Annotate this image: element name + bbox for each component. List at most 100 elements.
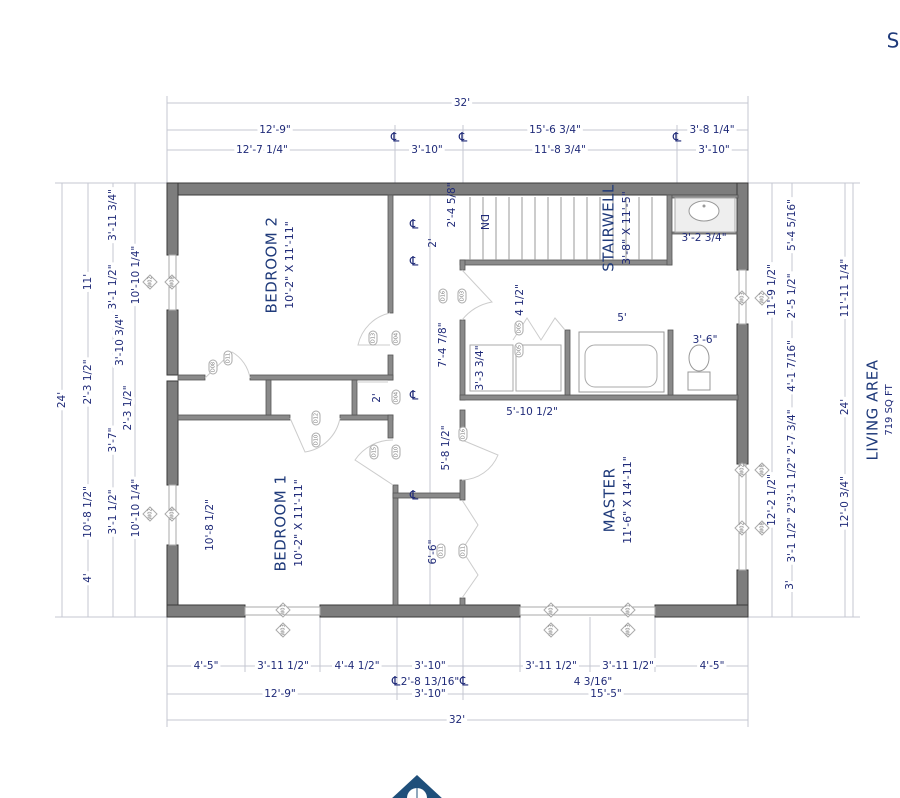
room-size: 10'-2" X 11'-11"	[283, 221, 296, 309]
dim-label: 3'-11 1/2"	[525, 660, 577, 672]
door-swings	[204, 269, 566, 599]
window-tag: W01	[626, 604, 632, 615]
door-tag: D11	[226, 353, 232, 363]
dim-label: 3'	[784, 580, 796, 590]
room-size: 11'-6" X 14'-11"	[621, 456, 634, 544]
dim-label: 3'-11 3/4"	[107, 189, 119, 241]
window-tag: W02	[740, 522, 746, 533]
door-tag: D10	[394, 447, 400, 457]
dim-label: 11'	[82, 274, 94, 290]
dim-label: 3'-10 3/4"	[114, 314, 126, 366]
window-tag: W08	[170, 276, 176, 287]
dim-label: 4'	[82, 573, 94, 583]
room-size: 3'-8" X 11'-5"	[620, 191, 633, 265]
north-arrow-icon	[392, 775, 442, 798]
window-tag: W08	[760, 522, 766, 533]
door-tags: D11 D08 D13 D04 D12 D10 D15 D10 D04 D16 …	[208, 288, 524, 559]
door-tag: D08	[211, 362, 217, 372]
dim-label: 7'-4 7/8"	[437, 322, 449, 367]
sink-icon	[674, 197, 736, 233]
dim-label: 5'-4 5/16"	[786, 199, 798, 251]
centerline-icon: ℄	[409, 218, 419, 233]
door-tag: D03	[460, 291, 466, 301]
dim-label: 24'	[839, 399, 851, 415]
dim-label: 3'-1 1/2"	[107, 489, 119, 534]
dim-label: 6'-6"	[427, 540, 439, 565]
dim-label: 10'-8 1/2"	[204, 499, 216, 551]
window-tag: W02	[740, 464, 746, 475]
dim-label: 32'	[449, 714, 465, 726]
dim-label: 2'-7 3/4"	[786, 409, 798, 454]
door-tag: D15	[372, 447, 378, 457]
stair-treads	[469, 197, 653, 260]
interior-dimensions: 2'-4 5/8" 2' 7'-4 7/8" 4 1/2" 5' 3'-2 3/…	[204, 182, 727, 564]
room-stairwell: STAIRWELL 3'-8" X 11'-5" DN	[478, 184, 633, 272]
dim-label: 4'-4 1/2"	[334, 660, 379, 672]
dim-label: 32'	[454, 97, 470, 109]
room-bedroom-2: BEDROOM 2 10'-2" X 11'-11"	[263, 216, 297, 313]
dim-label: 3'-1 1/2"	[786, 457, 798, 502]
centerline-icon: ℄	[391, 675, 401, 690]
dim-label: 5'-8 1/2"	[440, 425, 452, 470]
door-tag: D04	[394, 333, 400, 343]
dim-label: 2'-3 1/2"	[82, 359, 94, 404]
dim-label: 4 1/2"	[514, 284, 526, 316]
window-tag: W03	[626, 624, 632, 635]
dim-label: 10'-10 1/4"	[130, 246, 142, 304]
dim-label: 2'-8 13/16"	[401, 676, 459, 688]
door-tag: D11	[461, 546, 467, 556]
dim-label: 10'-8 1/2"	[82, 486, 94, 538]
window-tag: W08	[170, 508, 176, 519]
dim-label: 2'-3 1/2"	[122, 385, 134, 430]
dim-label: 4 3/16"	[574, 676, 612, 688]
centerline-icon: ℄	[409, 389, 419, 404]
window-tag: W01	[281, 604, 287, 615]
bottom-dimensions: 4'-5" 3'-11 1/2" 4'-4 1/2" 3'-10" 3'-11 …	[191, 657, 728, 729]
dim-label: 11'-11 1/4"	[839, 259, 851, 317]
dimension-lines	[55, 96, 860, 727]
dim-label: 3'-10"	[411, 144, 443, 156]
dim-label: 11'-9 1/2"	[766, 264, 778, 316]
centerline-icon: ℄	[409, 489, 419, 504]
room-name: MASTER	[601, 468, 619, 533]
dim-label: 3'-3 3/4"	[474, 345, 486, 390]
toilet-icon	[687, 344, 711, 391]
dim-label: 12'-0 3/4"	[839, 476, 851, 528]
living-area-label: LIVING AREA	[864, 359, 882, 460]
door-tag: D10	[314, 435, 320, 445]
dim-label: 2'-5 1/2"	[786, 273, 798, 318]
dim-label: 12'-7 1/4"	[236, 144, 288, 156]
bathtub-icon	[578, 331, 665, 393]
window-tag: W02	[148, 276, 154, 287]
window-tag: W01	[549, 604, 555, 615]
door-tag: D13	[371, 333, 377, 343]
dim-label: 3'-8 1/4"	[689, 124, 734, 136]
dim-label: 3'-10"	[698, 144, 730, 156]
dim-label: 12'-2 1/2"	[766, 474, 778, 526]
exterior-walls	[166, 182, 749, 618]
window-tag: W03	[549, 624, 555, 635]
dim-label: 4'-5"	[700, 660, 725, 672]
door-tag: D04	[394, 392, 400, 402]
room-master: MASTER 11'-6" X 14'-11"	[601, 456, 635, 544]
door-tag: D16	[461, 429, 467, 439]
left-dimensions: 24' 11' 2'-3 1/2" 10'-8 1/2" 4' 3'-11 3/…	[53, 186, 145, 586]
room-name: STAIRWELL	[600, 184, 618, 272]
centerline-icon: ℄	[390, 131, 400, 146]
door-tag: D16	[441, 291, 447, 301]
dim-label: 11'-8 3/4"	[534, 144, 586, 156]
window-tag: W03	[281, 624, 287, 635]
dim-label: 3'-1 1/2"	[107, 264, 119, 309]
dim-label: 24'	[56, 392, 68, 408]
room-size: 10'-2" X 11'-11"	[292, 479, 305, 567]
dim-label: 2"	[786, 502, 798, 514]
dim-label: 15'-5"	[590, 688, 622, 700]
dim-label: 4'-1 7/16"	[786, 340, 798, 392]
room-bedroom-1: BEDROOM 1 10'-2" X 11'-11"	[272, 474, 306, 571]
window-tag: W03	[740, 292, 746, 303]
top-dimensions: 32' 12'-9" 15'-6 3/4" 3'-8 1/4" 12'-7 1/…	[233, 94, 737, 159]
window-tag: W02	[148, 508, 154, 519]
dim-label: 3'-1 1/2"	[786, 517, 798, 562]
dim-label: 5'-10 1/2"	[506, 406, 558, 418]
